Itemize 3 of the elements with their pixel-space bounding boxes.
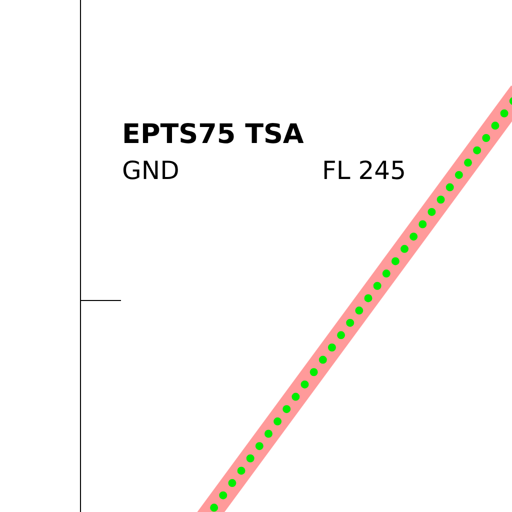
altitude-limit: FL 245	[322, 156, 406, 186]
airspace-name: EPTS75 TSA	[122, 120, 304, 150]
altitude-limit: GND	[122, 156, 180, 186]
